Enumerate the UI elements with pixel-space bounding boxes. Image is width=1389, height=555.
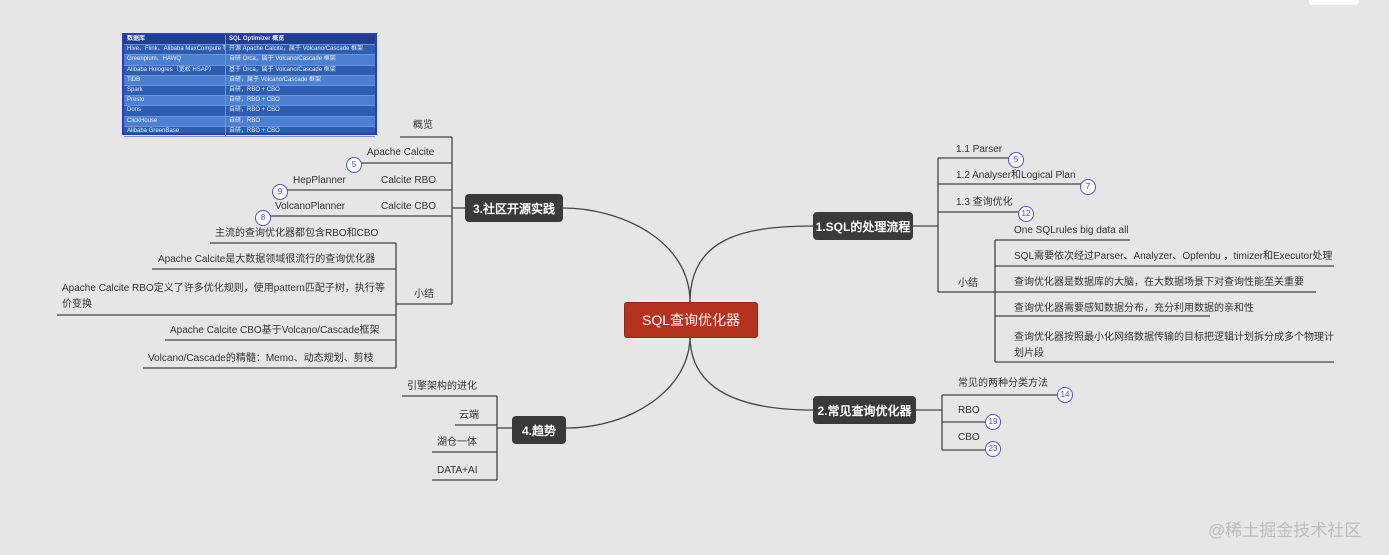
note-count-badge[interactable]: 7 [1080,179,1096,195]
topic-open-source-practice[interactable]: 3.社区开源实践 [465,194,563,222]
table-row: Hive、Flink、Alibaba MaxCompute 等 开源 Apach… [124,45,375,56]
note-count-badge[interactable]: 5 [1008,152,1024,168]
table-cell: 基于 Orca，属于 Volcano/Cascade 框架 [229,66,336,73]
topic-data-ai[interactable]: DATA+AI [437,465,478,476]
table-cell: 自研，RBO [229,117,261,124]
table-header-cell: 数据库 [124,35,226,45]
topic-calcite-rbo[interactable]: Calcite RBO [381,175,437,186]
table-cell: Spark [124,85,226,96]
note-count-badge[interactable]: 12 [1018,206,1034,222]
table-cell: 自研，RBO + CBO [229,127,280,134]
topic-two-classifications[interactable]: 常见的两种分类方法 [958,378,1048,389]
summary1-item[interactable]: 查询优化器按照最小化网络数据传输的目标把逻辑计划拆分成多个物理计划片段 [1014,332,1334,359]
summary3-item[interactable]: Apache Calcite RBO定义了许多优化规则，使用pattern匹配子… [62,283,385,310]
table-cell: 自研，RBO + CBO [229,107,280,114]
table-row: Greenplum、HAWQ 自研 Orca，属于 Volcano/Cascad… [124,55,375,66]
table-cell: Alibaba GreenBase [124,126,226,136]
note-count-badge[interactable]: 9 [272,184,288,200]
table-header-cell: SQL Optimizer 概览 [229,36,285,42]
table-cell: Presto [124,96,226,106]
table-cell: Greenplum、HAWQ [124,55,226,65]
table-row: ClickHouse 自研，RBO [124,116,375,127]
note-count-badge[interactable]: 23 [985,441,1001,457]
topic-common-optimizers[interactable]: 2.常见查询优化器 [813,396,916,424]
summary1-item[interactable]: One SQLrules big data all [1014,225,1129,236]
overview-table: 数据库 SQL Optimizer 概览 Hive、Flink、Alibaba … [122,33,377,137]
table-row: Doris 自研，RBO + CBO [124,106,375,117]
topic-rbo[interactable]: RBO [958,405,980,416]
topic-sql-processing-flow[interactable]: 1.SQL的处理流程 [813,212,913,240]
summary1-item[interactable]: 查询优化器需要感知数据分布，充分利用数据的亲和性 [1014,303,1254,314]
table-cell: 自研，属于 Volcano/Cascade 框架 [229,76,322,83]
topic-hepplanner[interactable]: HepPlanner [293,175,346,186]
table-row: Presto 自研，RBO + CBO [124,96,375,107]
table-row: Alibaba Hologres（宽松 HSAP） 基于 Orca，属于 Vol… [124,65,375,76]
topic-cloud[interactable]: 云端 [459,410,479,421]
table-row: TiDB 自研，属于 Volcano/Cascade 框架 [124,75,375,86]
topic-summary-3[interactable]: 小结 [414,289,434,300]
topic-summary-1[interactable]: 小结 [958,278,978,289]
topic-trends[interactable]: 4.趋势 [512,416,566,444]
table-cell: Alibaba Hologres（宽松 HSAP） [124,65,226,75]
table-cell: ClickHouse [124,116,226,126]
summary3-item[interactable]: Apache Calcite CBO基于Volcano/Cascade框架 [170,325,380,336]
table-row: Alibaba GreenBase 自研，RBO + CBO [124,126,375,137]
table-cell: Doris [124,106,226,116]
topic-lakehouse[interactable]: 湖仓一体 [437,437,477,448]
summary3-item[interactable]: Apache Calcite是大数据领域很流行的查询优化器 [158,254,376,265]
topic-engine-evolution[interactable]: 引擎架构的进化 [407,381,477,392]
table-cell: 自研，RBO + CBO [229,86,280,93]
note-count-badge[interactable]: 5 [346,157,362,173]
table-row: Spark 自研，RBO + CBO [124,85,375,97]
center-topic[interactable]: SQL查询优化器 [624,302,758,338]
summary3-item[interactable]: 主流的查询优化器都包含RBO和CBO [215,228,379,239]
note-count-badge[interactable]: 8 [255,210,271,226]
watermark: @稀土掘金技术社区 [1208,521,1362,540]
table-cell: 自研 Orca，属于 Volcano/Cascade 框架 [229,56,336,63]
topic-apache-calcite[interactable]: Apache Calcite [367,147,435,158]
note-count-badge[interactable]: 14 [1057,387,1073,403]
topic-cbo[interactable]: CBO [958,432,980,443]
summary1-item[interactable]: SQL需要依次经过Parser、Analyzer、Opfenbu ，timize… [1014,251,1333,262]
note-count-badge[interactable]: 19 [985,414,1001,430]
table-cell: Hive、Flink、Alibaba MaxCompute 等 [124,45,226,55]
toolbar-tab[interactable] [1309,0,1359,5]
table-header-row: 数据库 SQL Optimizer 概览 [124,35,375,46]
table-cell: 自研，RBO + CBO [229,97,280,104]
topic-analyser[interactable]: 1.2 Analyser和Logical Plan [956,170,1076,181]
table-cell: 开源 Apache Calcite，属于 Volcano/Cascade 框架 [229,46,364,53]
topic-query-optimization[interactable]: 1.3 查询优化 [956,197,1013,208]
table-cell: TiDB [124,75,226,85]
topic-volcanoplanner[interactable]: VolcanoPlanner [275,201,346,212]
topic-parser[interactable]: 1.1 Parser [956,144,1003,155]
topic-overview[interactable]: 概览 [413,120,433,131]
summary3-item[interactable]: Volcano/Cascade的精髓：Memo、动态规划、剪枝 [148,353,374,364]
topic-calcite-cbo[interactable]: Calcite CBO [381,201,437,212]
summary1-item[interactable]: 查询优化器是数据库的大脑，在大数据场景下对查询性能至关重要 [1014,277,1304,288]
